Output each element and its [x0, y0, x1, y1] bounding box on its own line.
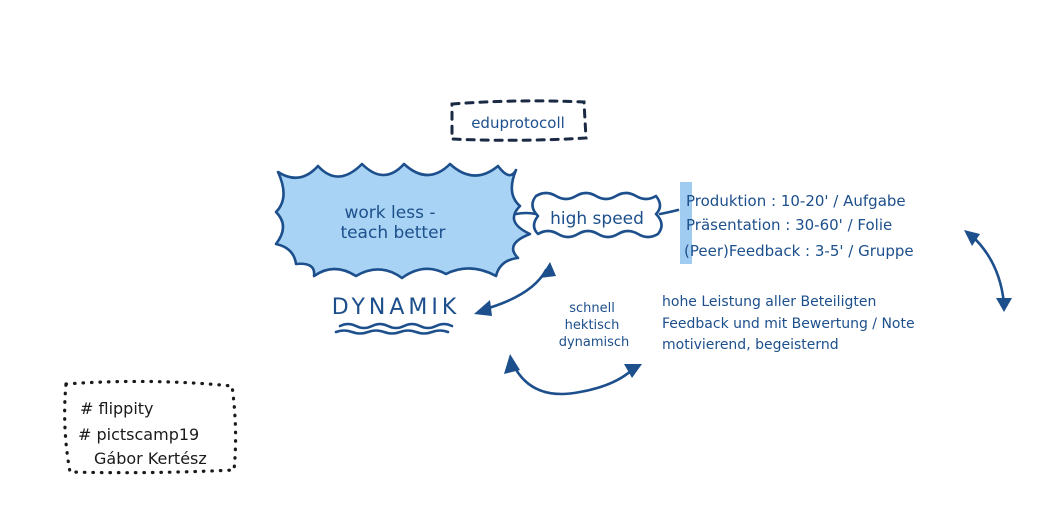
- tag-label: eduprotocoll: [471, 114, 565, 132]
- tag-dashed-border: [450, 99, 588, 142]
- dynamik-underline-2: [334, 329, 450, 335]
- credits-box: # flippity # pictscamp19 Gábor Kertész: [63, 379, 238, 475]
- timing-highlight: [680, 182, 692, 264]
- arrow-dynamik-speed: [480, 268, 548, 312]
- outcome-feedback: Feedback und mit Bewertung / Note: [662, 316, 915, 332]
- dynamik-title: DYNAMIK: [332, 295, 461, 320]
- arrow-head-timings-start: [964, 230, 980, 246]
- arrow-head-adjectives-start: [504, 354, 520, 374]
- credit-author: Gábor Kertész: [94, 449, 207, 468]
- burst-shape: [274, 162, 532, 280]
- motto-line-2: teach better: [340, 223, 445, 243]
- speed-wavy-border: [531, 191, 663, 239]
- motto-burst: work less - teach better: [274, 162, 532, 280]
- arrow-head-dynamik-speed-start: [474, 300, 492, 316]
- dynamik-block: DYNAMIK: [332, 295, 461, 335]
- timings-list: Produktion : 10-20' / Aufgabe Präsentati…: [684, 192, 914, 260]
- arrow-head-outcomes-end: [624, 364, 642, 378]
- arrows: [474, 230, 1012, 396]
- adjective-fast: schnell: [569, 301, 615, 316]
- speed-label: high speed: [550, 209, 644, 229]
- credits-dotted-border: [63, 379, 238, 475]
- dynamik-underline: [338, 322, 454, 330]
- arrow-head-dynamik-speed-end: [540, 262, 556, 278]
- arrow-adjectives-outcomes: [510, 360, 634, 396]
- motto-line-1: work less -: [345, 203, 436, 223]
- adjective-hectic: hektisch: [565, 318, 620, 333]
- connector-burst-speed: [514, 211, 538, 216]
- tag-box: eduprotocoll: [450, 99, 588, 142]
- timing-production: Produktion : 10-20' / Aufgabe: [686, 192, 906, 210]
- credit-pictscamp: # pictscamp19: [78, 425, 199, 444]
- arrow-timings-outcomes: [970, 234, 1006, 306]
- outcome-performance: hohe Leistung aller Beteiligten: [662, 294, 876, 310]
- arrow-head-outcomes-right-end: [996, 298, 1012, 312]
- speed-box: high speed: [531, 191, 663, 239]
- timing-presentation: Präsentation : 30-60' / Folie: [686, 216, 892, 234]
- adjective-dynamic: dynamisch: [559, 335, 630, 350]
- timing-feedback: (Peer)Feedback : 3-5' / Gruppe: [684, 242, 914, 260]
- credit-flippity: # flippity: [80, 399, 154, 418]
- outcomes-list: hohe Leistung aller Beteiligten Feedback…: [662, 294, 915, 353]
- outcome-motivation: motivierend, begeisternd: [662, 337, 839, 353]
- adjectives-list: schnell hektisch dynamisch: [559, 301, 630, 350]
- connector-speed-timings: [658, 208, 680, 216]
